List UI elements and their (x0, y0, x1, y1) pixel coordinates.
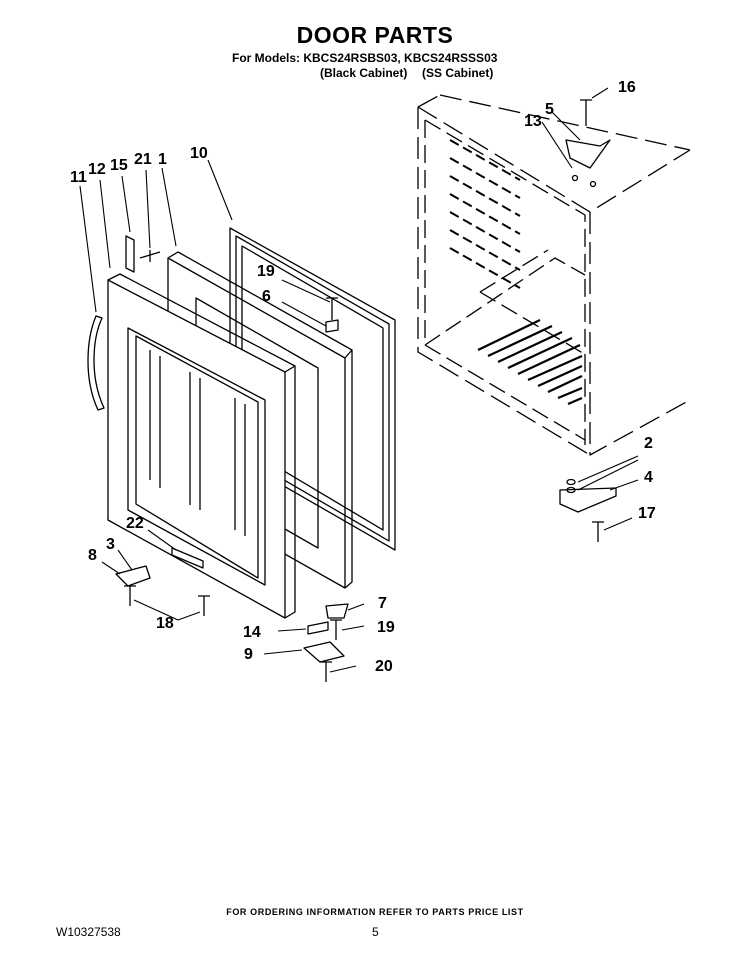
screw-17 (592, 521, 604, 542)
screw-19-bottom (330, 619, 342, 640)
bottom-hinge-4 (559, 487, 617, 513)
callout-19-top: 19 (257, 263, 275, 280)
callout-8: 8 (88, 547, 97, 564)
screw-18b (198, 595, 210, 616)
ordering-note: FOR ORDERING INFORMATION REFER TO PARTS … (226, 907, 524, 917)
callout-12: 12 (88, 161, 106, 178)
callout-7: 7 (378, 595, 387, 612)
spacer-14 (307, 621, 329, 635)
callout-4: 4 (644, 469, 653, 486)
washers-13 (571, 174, 597, 188)
callout-11: 11 (70, 169, 87, 186)
cabinet-outline (417, 94, 691, 456)
bracket-9 (303, 641, 345, 663)
callout-5: 5 (545, 101, 554, 118)
callout-20: 20 (375, 658, 393, 675)
outer-door-frame (107, 273, 296, 619)
door-label-plate (171, 547, 204, 569)
callout-6: 6 (262, 288, 271, 305)
bracket-7 (325, 603, 349, 619)
callout-1: 1 (158, 151, 167, 168)
door-bracket-6 (325, 319, 339, 333)
page-title: DOOR PARTS (296, 22, 454, 48)
door-glass-lines (149, 350, 246, 536)
hinge-pin-15 (125, 235, 135, 273)
screw-21 (139, 250, 161, 262)
callout-3: 3 (106, 536, 115, 553)
cabinet-side-slots (449, 139, 521, 289)
callout-16: 16 (618, 79, 636, 96)
callout-14: 14 (243, 624, 261, 641)
cabinet-bottom-grille (477, 319, 583, 406)
callout-17: 17 (638, 505, 656, 522)
top-hinge-5 (565, 139, 611, 169)
door-handle (87, 315, 105, 411)
cabinet-black-label: (Black Cabinet) (320, 66, 408, 80)
screw-20 (320, 661, 332, 682)
leader-lines (79, 87, 639, 673)
models-line: For Models: KBCS24RSBS03, KBCS24RSSS03 (232, 51, 498, 65)
callout-19-bottom: 19 (377, 619, 395, 636)
callout-15: 15 (110, 157, 128, 174)
callout-9: 9 (244, 646, 253, 663)
callout-18: 18 (156, 615, 174, 632)
cabinet-ss-label: (SS Cabinet) (422, 66, 494, 80)
callout-21: 21 (134, 151, 152, 168)
hinge-3 (115, 565, 151, 587)
page-number: 5 (372, 925, 379, 939)
screw-18a (124, 585, 136, 606)
callout-13: 13 (524, 113, 542, 130)
document-number: W10327538 (56, 925, 121, 939)
screw-19-top (326, 297, 338, 320)
washers-2 (566, 478, 576, 494)
callout-22: 22 (126, 515, 144, 532)
screw-16 (580, 99, 592, 126)
callout-2: 2 (644, 435, 653, 452)
callout-10: 10 (190, 145, 208, 162)
